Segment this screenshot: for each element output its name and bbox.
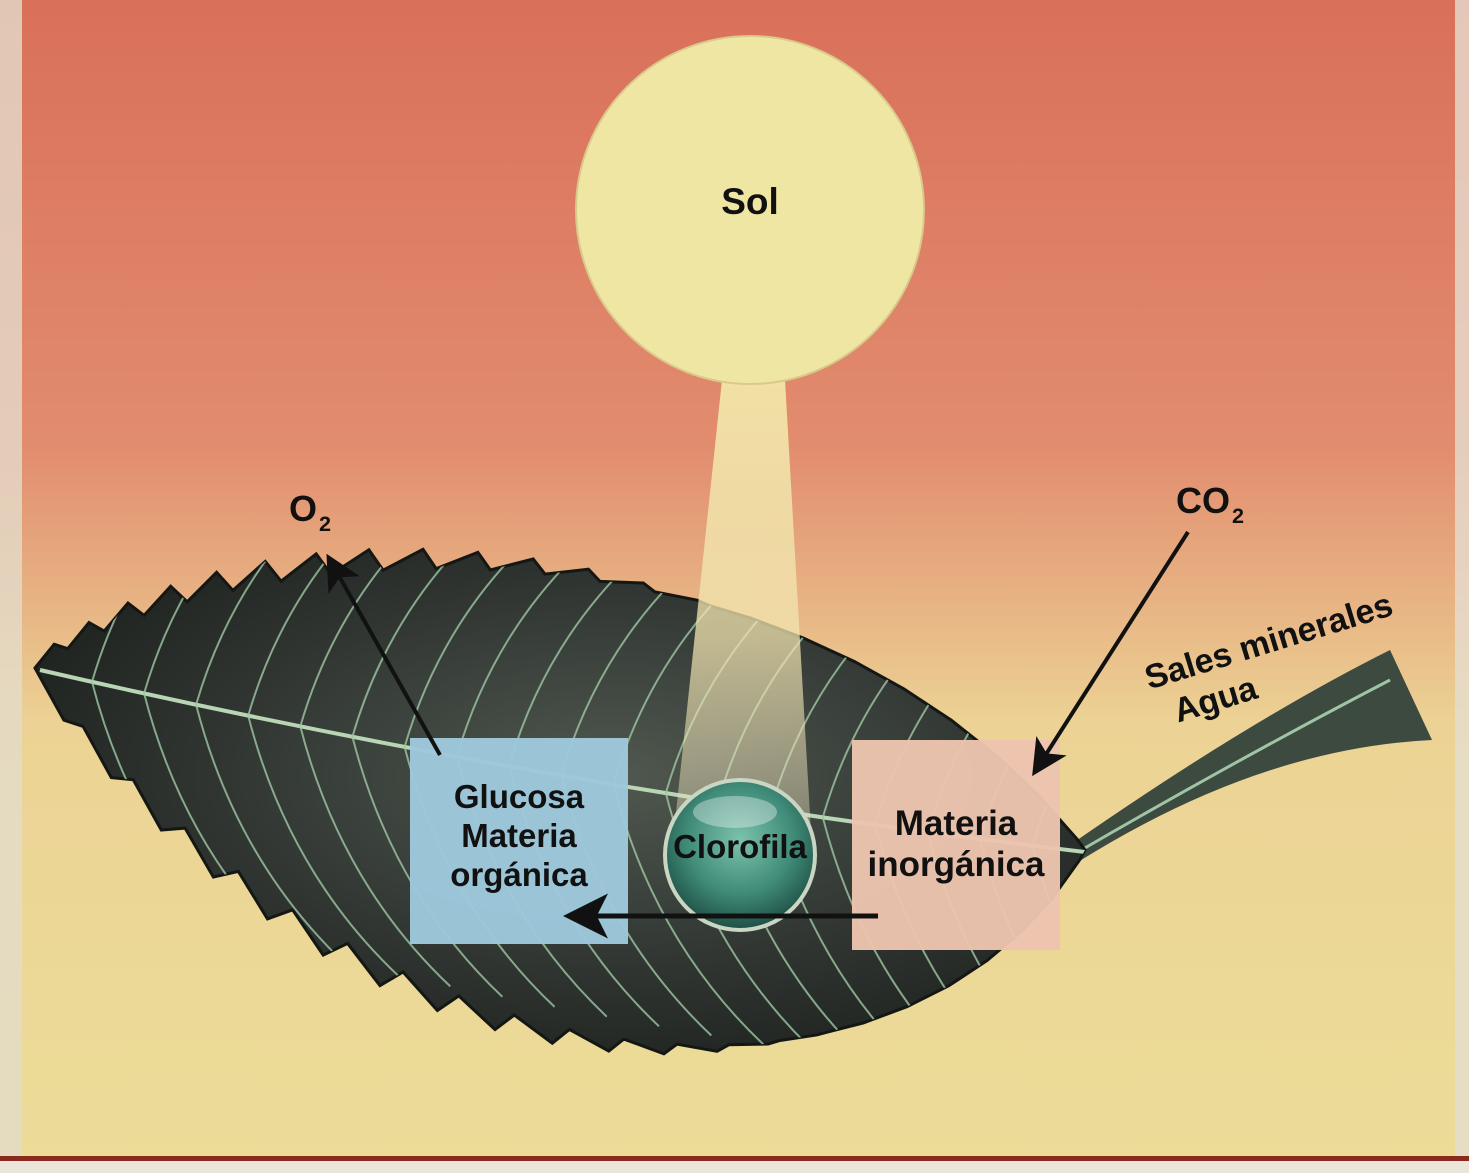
chlorophyll-label: Clorofila (655, 828, 825, 867)
glucose-line-1: Glucosa (410, 778, 628, 817)
right-page-edge (1455, 0, 1469, 1173)
inorganic-box-label: Materia inorgánica (846, 803, 1066, 886)
bottom-frame-line (0, 1156, 1469, 1161)
co2-subscript: 2 (1232, 503, 1244, 528)
chlorophyll-highlight (693, 796, 777, 828)
glucose-line-3: orgánica (410, 856, 628, 895)
inorganic-line-1: Materia (846, 803, 1066, 844)
page-margin (0, 1161, 1469, 1173)
oxygen-text: O (289, 488, 317, 529)
co2-text: CO (1176, 480, 1230, 521)
glucose-line-2: Materia (410, 817, 628, 856)
left-page-edge (0, 0, 22, 1173)
sun-label: Sol (700, 180, 800, 224)
inorganic-line-2: inorgánica (846, 844, 1066, 885)
oxygen-subscript: 2 (319, 511, 331, 536)
glucose-box-label: Glucosa Materia orgánica (410, 778, 628, 895)
oxygen-label: O2 (270, 488, 350, 530)
co2-label: CO2 (1155, 480, 1265, 522)
